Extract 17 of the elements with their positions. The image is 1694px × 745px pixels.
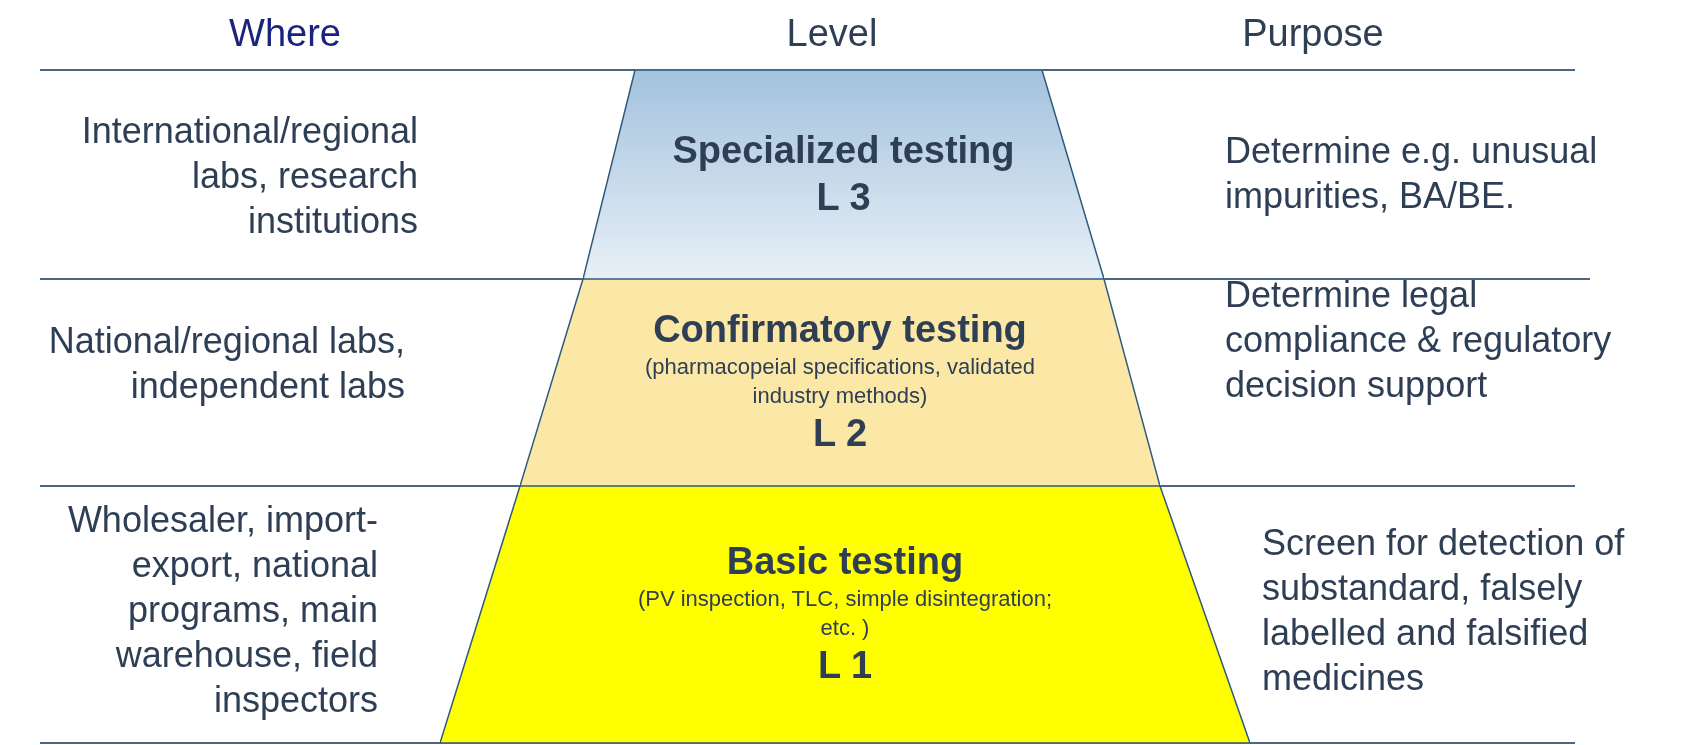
level-label: L 1	[817, 643, 873, 689]
level-label: L 2	[812, 411, 868, 457]
tier-title: Basic testing	[726, 539, 964, 585]
row-text: Determine e.g. unusual impurities, BA/BE.	[1225, 129, 1599, 218]
tier-description: (pharmacopeial specifications, validated industry methods)	[643, 352, 1037, 410]
tier-title: Confirmatory testing	[653, 307, 1027, 353]
row-text: Wholesaler, import-export, national programs, main warehouse, field inspectors	[66, 498, 378, 722]
column-header: Purpose	[1241, 12, 1385, 55]
column-header: Level	[785, 12, 879, 55]
tier-description: (PV inspection, TLC, simple disintegration; etc. )	[636, 584, 1054, 642]
row-text: Determine legal compliance & regulatory decision support	[1225, 273, 1613, 407]
column-header: Where	[228, 12, 342, 55]
row-text: Screen for detection of substandard, falsely labelled and falsified medicines	[1262, 521, 1626, 700]
level-label: L 3	[816, 174, 871, 220]
tier-title: Specialized testing	[672, 127, 1015, 173]
row-text: National/regional labs, independent labs	[47, 319, 405, 408]
row-text: International/regional labs, research institutions	[80, 109, 418, 243]
